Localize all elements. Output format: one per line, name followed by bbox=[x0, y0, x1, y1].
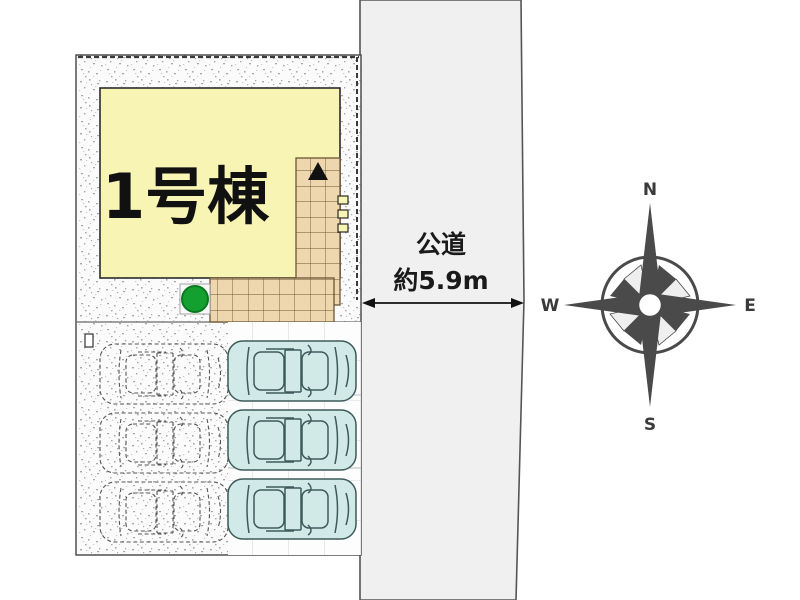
public-road-area bbox=[359, 0, 525, 600]
terrace-area bbox=[209, 157, 349, 323]
compass-west-label: W bbox=[541, 296, 560, 316]
road-width-label: 約5.9m bbox=[393, 266, 488, 295]
road-dimension-arrow bbox=[362, 298, 524, 308]
entrance-arrow-icon bbox=[308, 162, 328, 180]
entry-steps bbox=[337, 195, 349, 233]
compass-rose: N S W E bbox=[541, 180, 756, 435]
planting-tree-icon bbox=[179, 283, 211, 315]
road-name-label: 公道 bbox=[416, 230, 466, 259]
compass-south-label: S bbox=[644, 415, 656, 435]
compass-north-label: N bbox=[643, 180, 657, 200]
utility-box-icon bbox=[84, 333, 94, 348]
building-label: 1号棟 bbox=[102, 160, 270, 233]
parked-car bbox=[227, 340, 357, 540]
compass-east-label: E bbox=[744, 296, 756, 316]
